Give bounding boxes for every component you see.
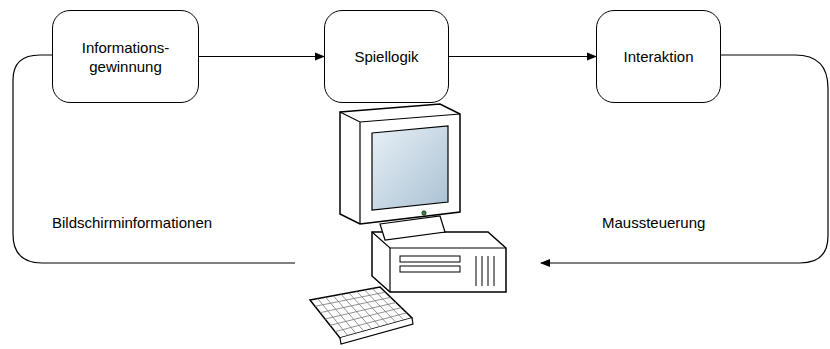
- box-text: Spiellogik: [354, 47, 418, 66]
- process-box: Informations- gewinnung: [52, 10, 199, 103]
- loop-label: Bildschirminformationen: [50, 213, 214, 232]
- loop-label: Maussteuerung: [600, 213, 707, 232]
- flow-arrow: [449, 56, 596, 57]
- process-box: Interaktion: [596, 10, 721, 103]
- process-box: Spiellogik: [324, 10, 449, 103]
- box-text: Informations- gewinnung: [53, 38, 198, 76]
- box-text: Interaktion: [623, 47, 693, 66]
- flow-arrow: [199, 56, 324, 57]
